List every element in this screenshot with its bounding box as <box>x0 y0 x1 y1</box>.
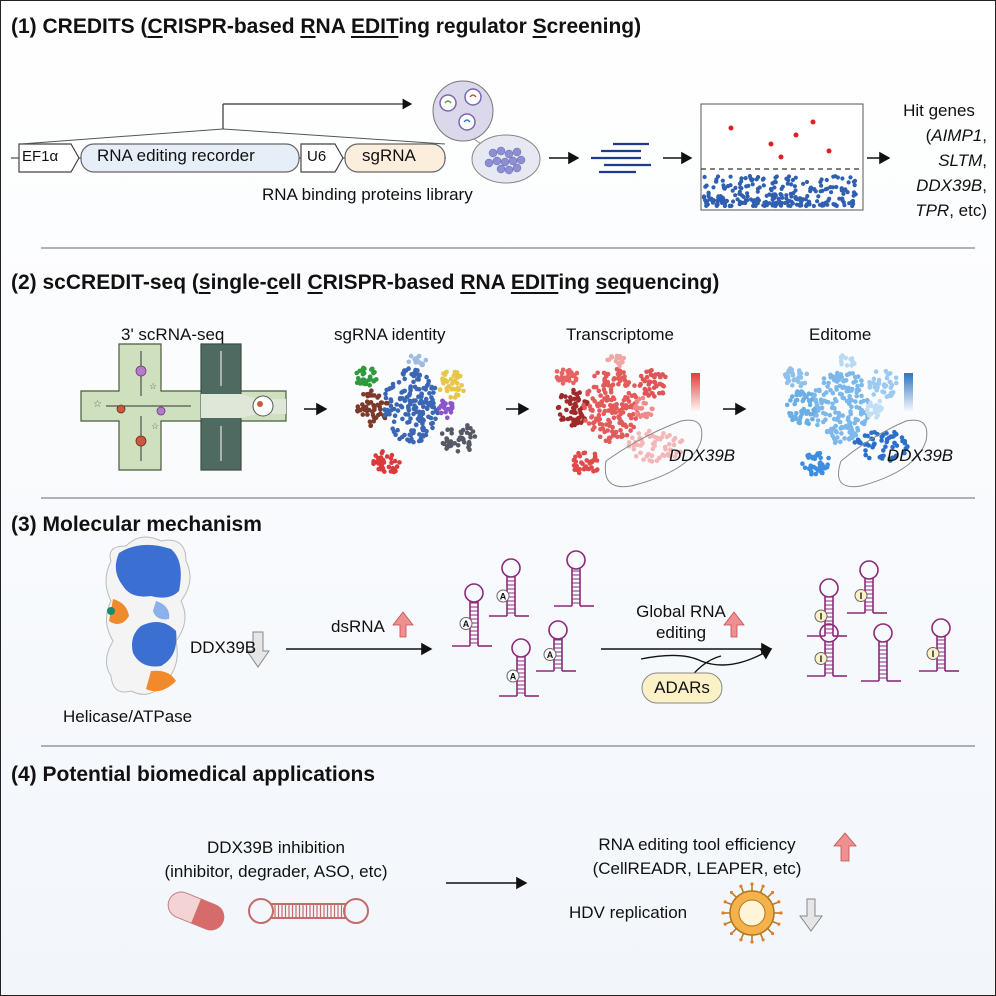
tool-efficiency-label: RNA editing tool efficiency (CellREADR, … <box>566 833 828 881</box>
tool-line2: (CellREADR, LEAPER, etc) <box>592 859 802 878</box>
gene-tpr: TPR <box>915 201 950 220</box>
global-editing-line2: editing <box>655 623 707 642</box>
section-1-title: (1) CREDITS (CRISPR-based RNA EDITing re… <box>11 15 642 38</box>
inhibition-line1: DDX39B inhibition <box>207 838 345 857</box>
global-editing-label: Global RNA editing <box>633 601 729 643</box>
svg-text:I: I <box>860 591 863 601</box>
helicase-label: Helicase/ATPase <box>63 707 193 726</box>
adars-label: ADARs <box>654 678 710 697</box>
dsrna-hairpins-unedited: A A A A <box>452 550 594 697</box>
svg-text:I: I <box>820 654 823 664</box>
hit-genes-tail: , etc) <box>949 201 987 220</box>
gene-aimp1: AIMP1 <box>931 126 983 145</box>
aso-hairpin-icon <box>248 898 369 924</box>
adars-pill <box>641 672 723 704</box>
svg-text:A: A <box>500 592 507 602</box>
hit-genes-list: Hit genes (AIMP1, SLTM, DDX39B, TPR, etc… <box>891 98 987 223</box>
recorder-box <box>80 143 300 173</box>
hit-genes-heading: Hit genes <box>903 101 975 120</box>
down-arrow-icon <box>799 898 823 932</box>
svg-text:A: A <box>463 619 470 629</box>
transcriptome-umap <box>554 353 685 476</box>
inhibition-label: DDX39B inhibition (inhibitor, degrader, … <box>136 836 416 884</box>
svg-text:☆: ☆ <box>151 421 159 431</box>
ddx39b-gene-label: DDX39B <box>190 638 257 657</box>
construct-diagram <box>11 98 446 173</box>
section-3-title: (3) Molecular mechanism <box>11 513 262 536</box>
sequencing-reads-icon <box>591 142 651 174</box>
svg-text:I: I <box>932 649 935 659</box>
arrow-right-icon <box>640 648 773 666</box>
editome-umap <box>782 353 910 477</box>
svg-text:☆: ☆ <box>149 381 157 391</box>
step-transcriptome: Transcriptome <box>566 325 675 344</box>
dsrna-label: dsRNA <box>331 617 385 636</box>
dsrna-hairpins-edited: I I I I <box>807 560 959 682</box>
protein-structure-icon <box>105 536 191 695</box>
step-sgrna-identity: sgRNA identity <box>334 325 446 344</box>
virus-icon <box>721 882 783 944</box>
svg-text:☆: ☆ <box>93 399 102 410</box>
u6-label: U6 <box>307 148 327 165</box>
gene-ddx39b: DDX39B <box>916 176 983 195</box>
ddx39b-label-editome: DDX39B <box>887 446 954 465</box>
editing-colorbar <box>904 373 913 413</box>
library-label: RNA binding proteins library <box>262 185 473 204</box>
ef1a-label: EF1α <box>22 148 59 165</box>
microfluidic-chip-icon: ☆ ☆ ☆ <box>80 343 287 471</box>
recorder-label: RNA editing recorder <box>97 146 255 165</box>
rbp-library-icon <box>432 80 541 184</box>
screen-scatter-plot <box>700 103 864 211</box>
section-2-title: (2) scCREDIT-seq (single-cell CRISPR-bas… <box>11 271 720 294</box>
pill-icon <box>167 891 225 931</box>
svg-text:A: A <box>510 672 517 682</box>
svg-text:I: I <box>820 612 823 622</box>
step-editome: Editome <box>809 325 872 344</box>
ddx39b-outline <box>604 419 703 488</box>
down-arrow-icon <box>246 631 270 668</box>
tool-line1: RNA editing tool efficiency <box>598 835 796 854</box>
inhibition-line2: (inhibitor, degrader, ASO, etc) <box>164 862 388 881</box>
hdv-label: HDV replication <box>569 903 688 922</box>
sgrna-identity-umap <box>354 353 478 475</box>
ef1a-promoter <box>18 143 80 173</box>
section-4-title: (4) Potential biomedical applications <box>11 763 376 786</box>
step-scrnaseq: 3' scRNA-seq <box>121 325 225 344</box>
gene-sltm: SLTM <box>938 151 983 170</box>
expression-colorbar <box>691 373 700 413</box>
up-arrow-icon <box>392 611 414 638</box>
sgrna-label: sgRNA <box>362 146 416 165</box>
ddx39b-label-transcriptome: DDX39B <box>669 446 736 465</box>
svg-text:A: A <box>547 650 554 660</box>
ddx39b-outline-editome <box>838 419 928 488</box>
u6-promoter <box>300 143 344 173</box>
up-arrow-icon <box>723 611 745 638</box>
up-arrow-icon <box>833 832 857 862</box>
sgrna-box <box>344 143 446 173</box>
global-editing-line1: Global RNA <box>636 602 726 621</box>
